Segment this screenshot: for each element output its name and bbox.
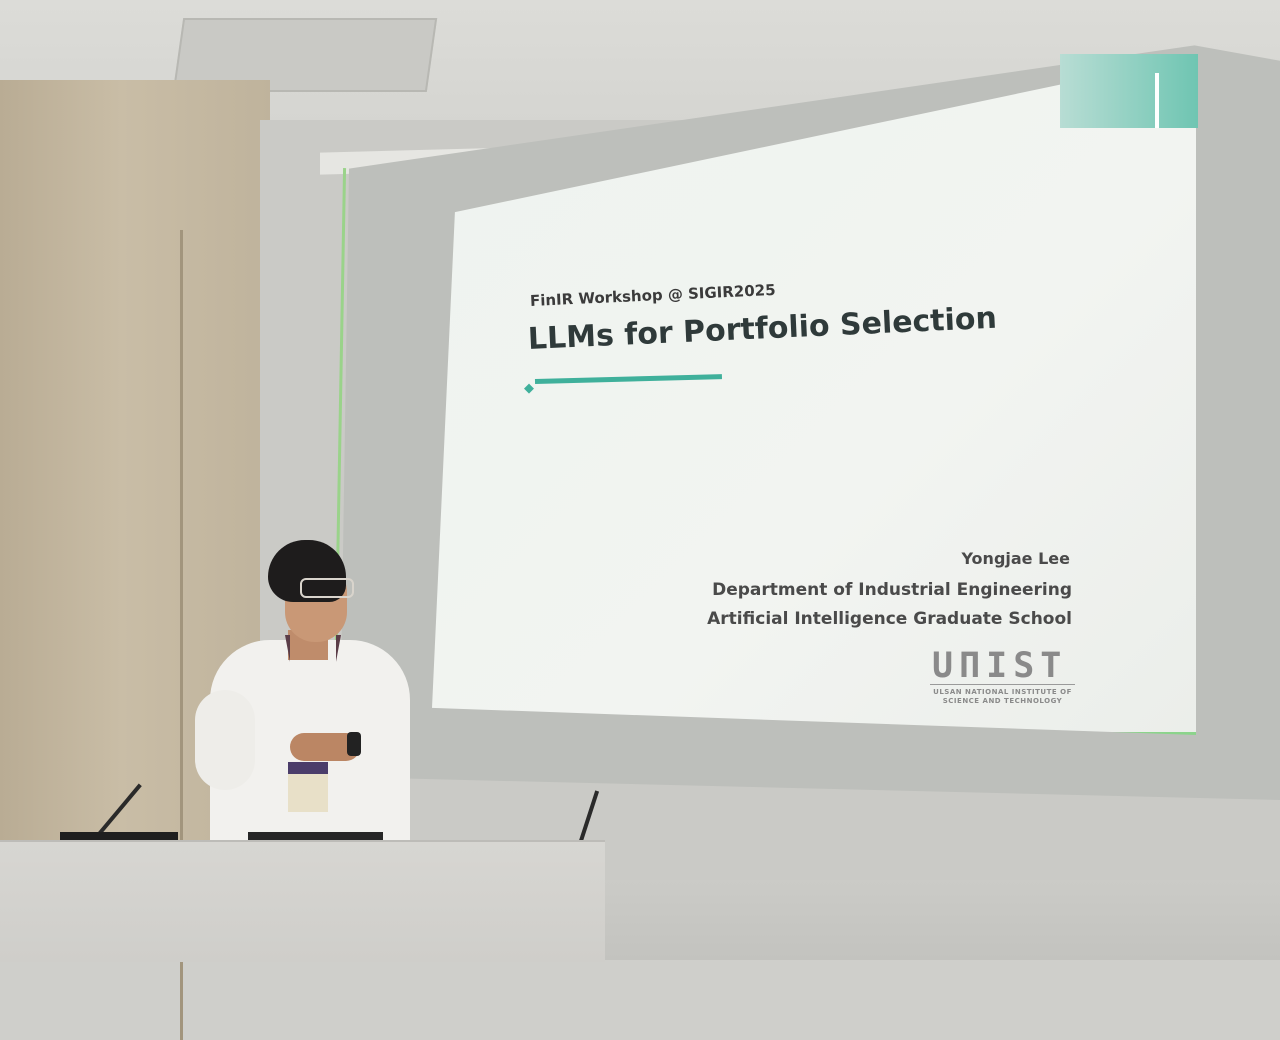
slide-accent-bar — [1060, 54, 1198, 128]
wood-seam — [180, 230, 183, 1040]
presenter-hair — [268, 540, 346, 602]
presenter — [190, 540, 420, 860]
logo-subtitle: ULSAN NATIONAL INSTITUTE OF SCIENCE AND … — [930, 688, 1075, 706]
slide-accent-tick — [1155, 73, 1159, 128]
podium-desk — [0, 840, 605, 962]
glasses-icon — [300, 578, 354, 598]
logo-divider — [930, 684, 1075, 685]
floor — [605, 880, 1280, 960]
name-badge — [288, 762, 328, 812]
title-bullet-icon: ◆ — [524, 381, 534, 396]
unist-logo-icon: UΠIST — [932, 646, 1068, 686]
slide-school: Artificial Intelligence Graduate School — [707, 609, 1072, 629]
logo-subtitle-line2: SCIENCE AND TECHNOLOGY — [942, 697, 1063, 705]
slide-department: Department of Industrial Engineering — [712, 580, 1072, 600]
presenter-arm — [195, 690, 255, 790]
watch-icon — [347, 732, 361, 756]
logo-subtitle-line1: ULSAN NATIONAL INSTITUTE OF — [933, 688, 1072, 696]
slide-author: Yongjae Lee — [961, 549, 1070, 568]
